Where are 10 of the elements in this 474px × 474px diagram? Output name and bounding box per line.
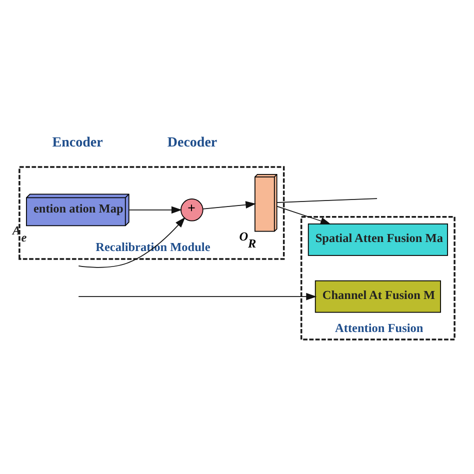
arrow	[202, 200, 256, 209]
node-box: Spatial Atten Fusion Ma	[308, 223, 448, 256]
label: Encoder	[52, 135, 103, 150]
connector	[276, 198, 378, 202]
arrow	[128, 206, 182, 214]
arrow	[276, 205, 332, 224]
label: Decoder	[167, 135, 218, 150]
arrow	[78, 292, 317, 300]
node-circle: +	[180, 198, 204, 221]
node-box: Channel At Fusion M	[314, 280, 441, 312]
